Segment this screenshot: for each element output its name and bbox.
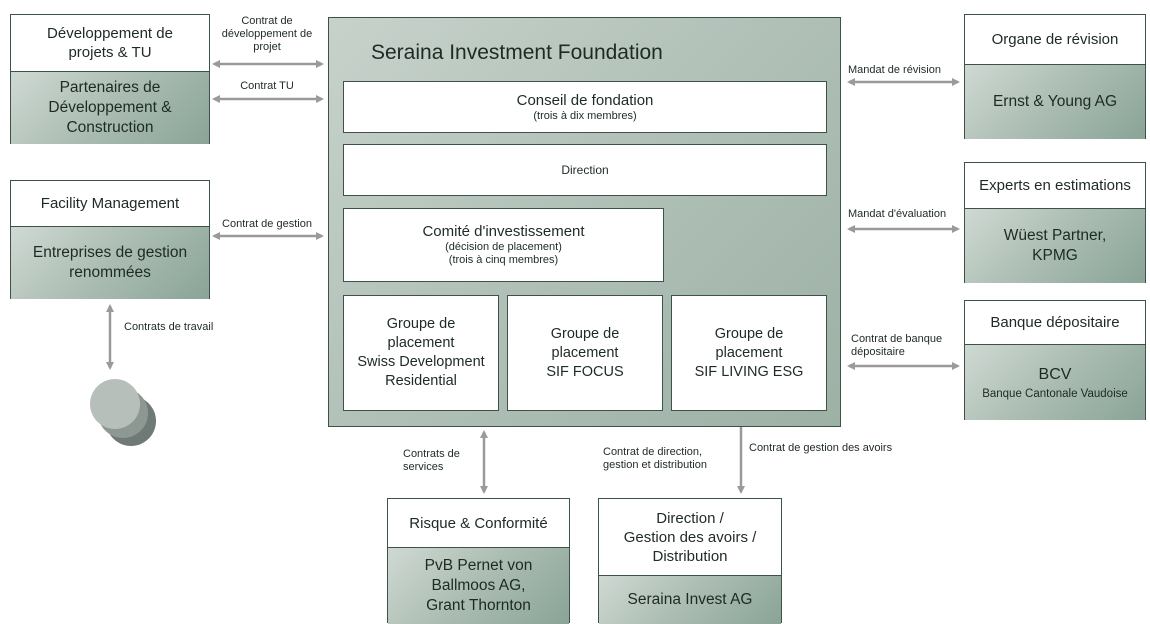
group2-line3: SIF FOCUS [546,363,624,380]
group2-line2: placement [551,344,619,361]
facility-body: Entreprises de gestion renommées [11,227,209,299]
dev-body-line2: Développement & [48,99,172,116]
group1-line4: Residential [385,373,457,389]
risk-header: Risque & Conformité [388,499,569,548]
dev-body-line1: Partenaires de [59,79,161,96]
bank-header: Banque dépositaire [965,301,1145,345]
facility-card: Facility Management Entreprises de gesti… [10,180,210,299]
risk-body: PvB Pernet von Ballmoos AG, Grant Thornt… [388,548,569,624]
label-dev-contract-3: projet [253,41,281,53]
committee-sub1: (décision de placement) [445,241,562,253]
board-box: Conseil de fondation (trois à dix membre… [343,81,827,133]
mgmt-head-line3: Distribution [652,547,728,565]
group3-line3: SIF LIVING ESG [694,363,804,380]
audit-body: Ernst & Young AG [965,65,1145,139]
label-bank-contract-1: Contrat de banque [851,333,943,345]
risk-body-line1: PvB Pernet von [424,557,533,574]
label-direction-contract-2: gestion et distribution [603,459,707,471]
committee-sub2: (trois à cinq membres) [448,254,559,266]
dev-partners-header: Développement de projets & TU [11,15,209,72]
board-title: Conseil de fondation [516,91,654,109]
group-swiss-development: Groupe de placement Swiss Development Re… [343,295,499,411]
mgmt-card: Direction / Gestion des avoirs / Distrib… [598,498,782,624]
group3-line1: Groupe de [714,325,784,342]
employees-icon [90,379,156,446]
risk-card: Risque & Conformité PvB Pernet von Ballm… [387,498,570,624]
bank-body: BCV Banque Cantonale Vaudoise [965,345,1145,420]
audit-card: Organe de révision Ernst & Young AG [964,14,1146,139]
label-work-contracts: Contrats de travail [124,321,214,333]
mgmt-body: Seraina Invest AG [599,576,781,624]
group3-line2: placement [715,344,783,361]
mgmt-head-line2: Gestion des avoirs / [623,528,757,546]
committee-title: Comité d'investissement [422,223,585,240]
label-asset-contract: Contrat de gestion des avoirs [749,442,893,454]
group2-line1: Groupe de [550,325,620,342]
bank-body-line2: Banque Cantonale Vaudoise [982,387,1128,400]
label-bank-contract-2: dépositaire [851,346,905,358]
label-audit-mandate: Mandat de révision [848,64,941,76]
dev-head-line1: Développement de [47,25,173,42]
dev-body-line3: Construction [66,119,154,136]
group1-line1: Groupe de [386,316,456,332]
label-dev-contract-1: Contrat de [241,15,293,27]
direction-label: Direction [561,162,609,177]
label-bank-contract: Contrat de banque dépositaire [851,333,961,359]
experts-card: Experts en estimations Wüest Partner, KP… [964,162,1146,283]
experts-body-line1: Wüest Partner, [1003,227,1107,244]
label-services-1: Contrats de [403,448,460,460]
experts-body-line2: KPMG [1032,247,1078,264]
dev-partners-card: Développement de projets & TU Partenaire… [10,14,210,144]
group1-line2: placement [387,335,455,351]
label-direction-contract: Contrat de direction, gestion et distrib… [603,446,738,472]
bank-body-line1: BCV [1038,365,1072,383]
label-services-2: services [403,461,444,473]
dev-head-line2: projets & TU [68,44,152,61]
group1-line3: Swiss Development [357,354,485,370]
direction-box: Direction [343,144,827,196]
experts-header: Experts en estimations [965,163,1145,209]
risk-body-line2: Ballmoos AG, [431,577,526,594]
dev-partners-body: Partenaires de Développement & Construct… [11,72,209,144]
label-dev-contract-2: développement de [221,28,313,40]
label-tu-contract: Contrat TU [240,80,294,92]
mgmt-head-line1: Direction / [656,509,724,527]
foundation-title: Seraina Investment Foundation [371,41,663,64]
label-dev-contract: Contrat de développement de projet [212,15,322,54]
bank-card: Banque dépositaire BCV Banque Cantonale … [964,300,1146,420]
facility-body-line1: Entreprises de gestion [32,244,188,261]
mgmt-header: Direction / Gestion des avoirs / Distrib… [599,499,781,576]
label-direction-contract-1: Contrat de direction, [603,446,703,458]
board-sub: (trois à dix membres) [533,109,637,122]
label-eval-mandate: Mandat d'évaluation [848,208,947,220]
experts-body: Wüest Partner, KPMG [965,209,1145,283]
risk-body-line3: Grant Thornton [426,597,531,614]
group-sif-focus: Groupe de placement SIF FOCUS [507,295,663,411]
facility-header: Facility Management [11,181,209,227]
committee-box: Comité d'investissement (décision de pla… [343,208,664,282]
group-sif-living-esg: Groupe de placement SIF LIVING ESG [671,295,827,411]
label-services: Contrats de services [403,448,483,474]
facility-body-line2: renommées [69,264,151,281]
label-mgmt-contract: Contrat de gestion [222,218,312,230]
audit-header: Organe de révision [965,15,1145,65]
